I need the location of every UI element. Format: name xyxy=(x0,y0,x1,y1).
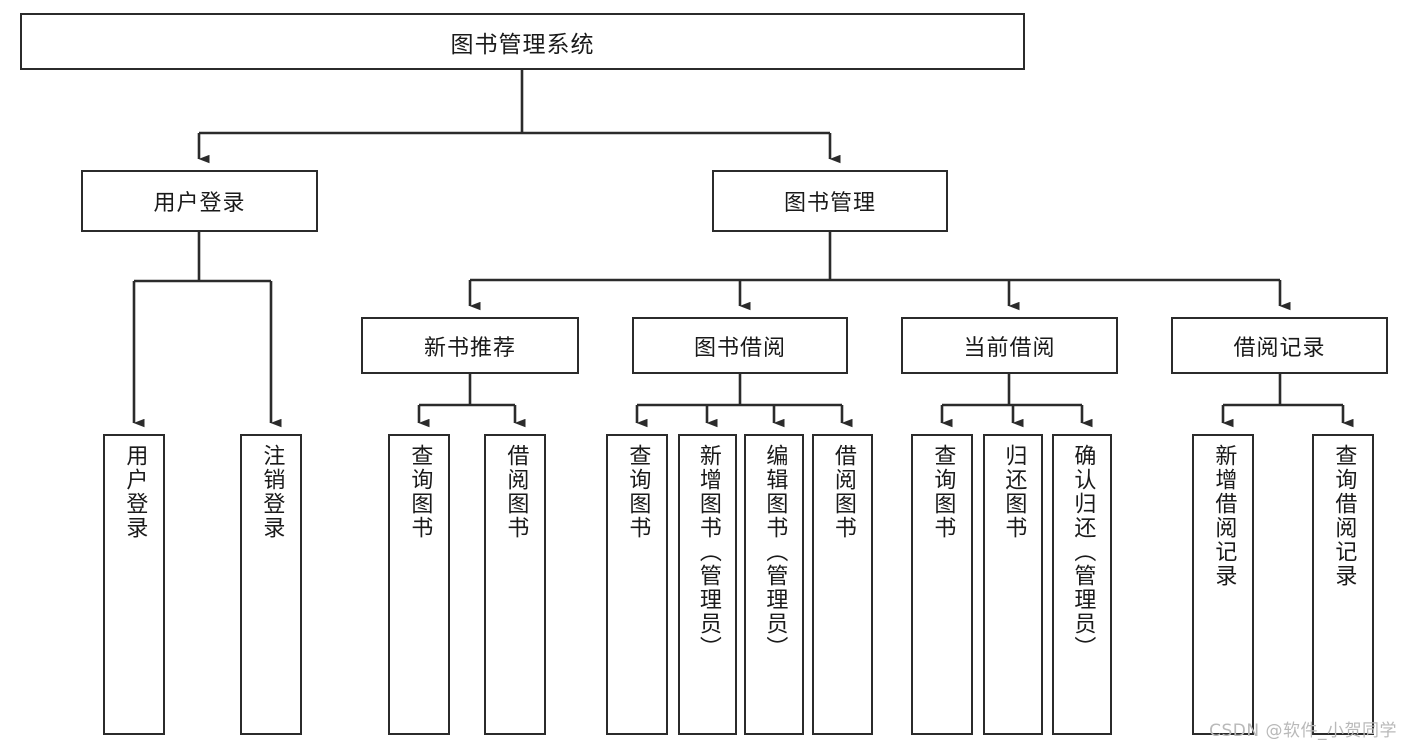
node-leaf-query-record-label: 查询借阅记录 xyxy=(1331,444,1357,588)
node-leaf-user-logout-label: 注销登录 xyxy=(259,444,285,540)
node-leaf-user-login[interactable]: 用户登录 xyxy=(103,434,165,735)
node-leaf-user-logout[interactable]: 注销登录 xyxy=(240,434,302,735)
node-leaf-return-book-label: 归还图书 xyxy=(1001,444,1027,540)
node-leaf-add-record-label: 新增借阅记录 xyxy=(1211,444,1237,588)
node-leaf-add-book[interactable]: 新增图书（管理员） xyxy=(678,434,737,735)
node-leaf-query-book-3-label: 查询图书 xyxy=(930,444,956,540)
node-leaf-borrow-book-2[interactable]: 借阅图书 xyxy=(812,434,873,735)
node-current-borrow-label: 当前借阅 xyxy=(963,335,1056,361)
watermark: CSDN @软件_小贺同学 xyxy=(1209,721,1397,741)
node-leaf-confirm-return-label: 确认归还（管理员） xyxy=(1070,444,1096,660)
node-leaf-query-record[interactable]: 查询借阅记录 xyxy=(1312,434,1374,735)
node-leaf-user-login-label: 用户登录 xyxy=(122,444,148,540)
node-borrow-record-label: 借阅记录 xyxy=(1233,335,1326,361)
node-leaf-add-record[interactable]: 新增借阅记录 xyxy=(1192,434,1254,735)
node-leaf-confirm-return[interactable]: 确认归还（管理员） xyxy=(1052,434,1112,735)
node-user-login[interactable]: 用户登录 xyxy=(81,170,318,232)
node-leaf-borrow-book-2-label: 借阅图书 xyxy=(830,444,856,540)
node-leaf-query-book-2-label: 查询图书 xyxy=(625,444,651,540)
node-leaf-borrow-book-1[interactable]: 借阅图书 xyxy=(484,434,546,735)
node-leaf-query-book-1[interactable]: 查询图书 xyxy=(388,434,450,735)
node-user-login-label: 用户登录 xyxy=(153,191,246,216)
node-leaf-borrow-book-1-label: 借阅图书 xyxy=(503,444,529,540)
node-new-book-rec[interactable]: 新书推荐 xyxy=(361,317,579,374)
node-leaf-query-book-2[interactable]: 查询图书 xyxy=(606,434,668,735)
node-leaf-edit-book-label: 编辑图书（管理员） xyxy=(762,444,788,660)
node-leaf-return-book[interactable]: 归还图书 xyxy=(983,434,1043,735)
node-leaf-add-book-label: 新增图书（管理员） xyxy=(695,444,721,660)
node-book-borrow[interactable]: 图书借阅 xyxy=(632,317,848,374)
node-new-book-rec-label: 新书推荐 xyxy=(423,335,516,361)
node-current-borrow[interactable]: 当前借阅 xyxy=(901,317,1118,374)
node-borrow-record[interactable]: 借阅记录 xyxy=(1171,317,1388,374)
node-root[interactable]: 图书管理系统 xyxy=(20,13,1025,70)
node-book-admin[interactable]: 图书管理 xyxy=(712,170,948,232)
node-leaf-query-book-3[interactable]: 查询图书 xyxy=(911,434,973,735)
node-leaf-edit-book[interactable]: 编辑图书（管理员） xyxy=(744,434,804,735)
node-root-label: 图书管理系统 xyxy=(450,31,595,58)
node-book-admin-label: 图书管理 xyxy=(783,191,876,216)
node-leaf-query-book-1-label: 查询图书 xyxy=(407,444,433,540)
node-book-borrow-label: 图书借阅 xyxy=(693,335,786,361)
